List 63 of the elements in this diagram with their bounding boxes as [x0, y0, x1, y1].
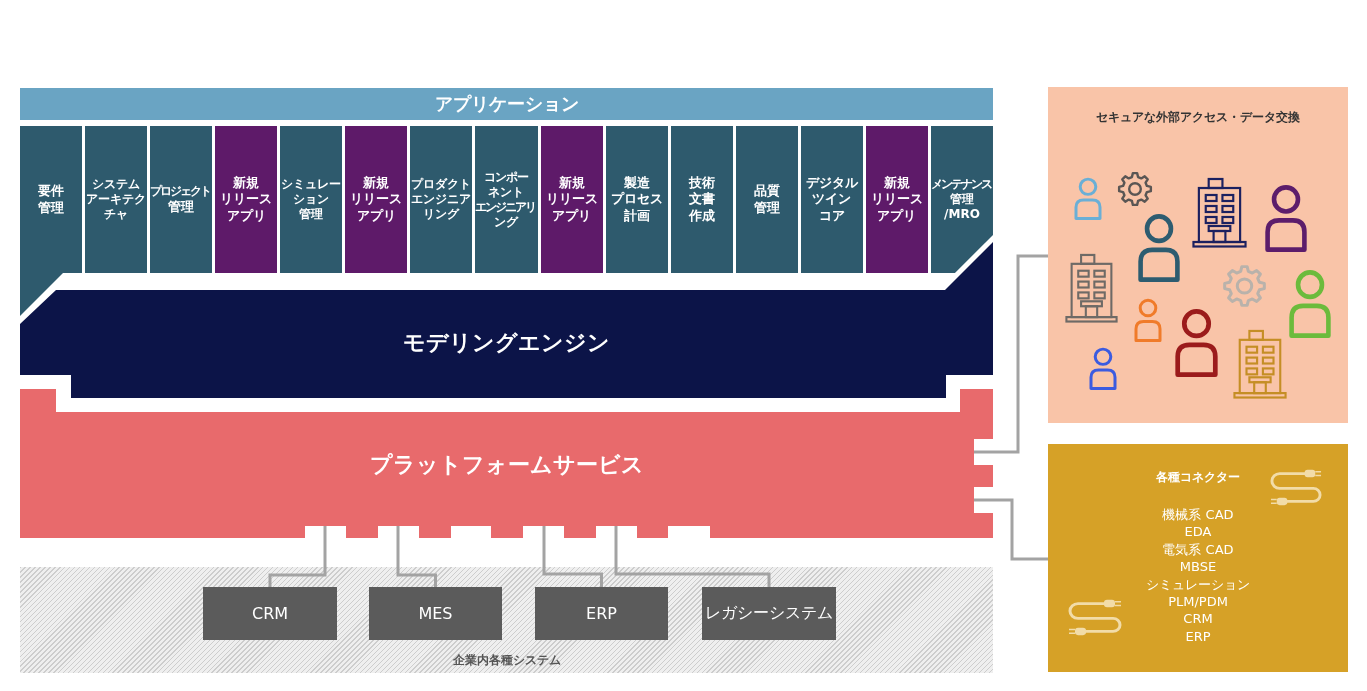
- app-tile: [670, 126, 733, 273]
- tile-label: 新規リリースアプリ: [350, 175, 403, 224]
- app-tile: [735, 126, 798, 273]
- info-panel: [1048, 87, 1348, 423]
- app-tile: [475, 126, 538, 273]
- connector-item: シミュレーション: [1146, 575, 1250, 593]
- app-tile: [800, 126, 863, 273]
- section-title: アプリケーション: [434, 92, 579, 116]
- tile-label: デジタルツインコア: [805, 175, 858, 224]
- app-tile: [215, 126, 278, 273]
- panel-title: 各種コネクター: [1156, 469, 1240, 485]
- app-tile: [150, 126, 213, 273]
- system-box: [369, 587, 502, 640]
- connector-item: EDA: [1184, 523, 1212, 541]
- system-label: ERP: [586, 604, 617, 623]
- tile-label: プロジェクト管理: [150, 183, 212, 216]
- layer-title: プラットフォームサービス: [369, 451, 644, 479]
- tile-label: 要件管理: [38, 183, 65, 216]
- app-tile: [345, 126, 408, 273]
- connector-item: PLM/PDM: [1168, 593, 1228, 610]
- app-tile: [605, 126, 668, 273]
- connector-line: [974, 254, 1048, 454]
- system-label: CRM: [251, 604, 289, 623]
- connector-item: 機械系 CAD: [1162, 506, 1234, 523]
- app-tile: [410, 126, 473, 273]
- connector-item: ERP: [1185, 627, 1211, 645]
- connector-panel: [1048, 444, 1348, 672]
- panel-title: セキュアな外部アクセス・データ交換: [1096, 109, 1300, 125]
- system-box: [535, 587, 668, 640]
- tile-label: メンテナンス管理/MRO: [930, 177, 993, 222]
- connector-item: MBSE: [1179, 558, 1217, 576]
- app-tile: [85, 126, 148, 273]
- connector-line: [614, 526, 771, 587]
- tile-label: 新規リリースアプリ: [220, 175, 273, 224]
- tile-label: 製造プロセス計画: [610, 175, 663, 224]
- app-tile: [930, 126, 993, 273]
- tile-label: 新規リリースアプリ: [870, 175, 923, 224]
- tile-label: コンポーネントエンジニアリング: [475, 169, 537, 230]
- tile-label: プロダクトエンジニアリング: [411, 177, 472, 222]
- app-tile: [540, 126, 603, 273]
- app-tile: [280, 126, 343, 273]
- system-label: MES: [418, 604, 453, 623]
- tile-label: 技術文書作成: [688, 175, 715, 224]
- section-header-bar: [20, 88, 993, 120]
- app-tile: [20, 126, 83, 316]
- modeling-engine-layer: [20, 242, 993, 398]
- tile-label: 品質管理: [753, 183, 780, 216]
- platform-services-layer: [20, 389, 993, 538]
- layer-title: モデリングエンジン: [403, 329, 610, 357]
- tile-label: シミュレーション管理: [281, 177, 342, 222]
- connector-line: [268, 526, 327, 587]
- connector-line: [396, 526, 437, 587]
- connector-item: CRM: [1183, 610, 1213, 628]
- band-label: 企業内各種システム: [452, 652, 561, 668]
- hatched-band: [20, 567, 993, 673]
- system-box: [203, 587, 337, 640]
- app-tile: [865, 126, 928, 273]
- system-box: [702, 587, 836, 640]
- connector-line: [542, 526, 603, 587]
- tile-label: 新規リリースアプリ: [545, 175, 598, 224]
- connector-item: 電気系 CAD: [1162, 540, 1234, 558]
- system-label: レガシーシステム: [705, 603, 833, 624]
- tile-label: システムアーキテクチャ: [86, 177, 147, 222]
